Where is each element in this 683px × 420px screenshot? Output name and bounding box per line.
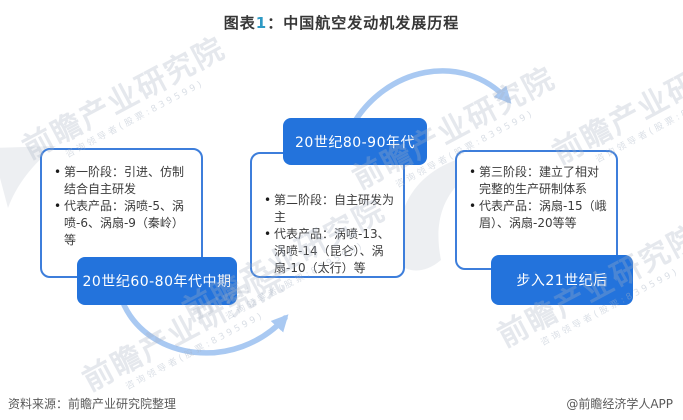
stage1-item-list: 第一阶段：引进、仿制结合自主研发 代表产品：涡喷-5、涡喷-6、涡扇-9（秦岭）… xyxy=(54,164,192,249)
stage1-item: 第一阶段：引进、仿制结合自主研发 xyxy=(54,164,192,198)
credit-note: @前瞻经济学人APP xyxy=(566,397,673,411)
stage3-item: 第三阶段：建立了相对完整的生产研制体系 xyxy=(469,164,607,198)
stage3-period-box: 步入21世纪后 xyxy=(491,255,633,305)
stage2-item-list: 第二阶段：自主研发为主 代表产品：涡喷-13、涡喷-14（昆仑）、涡扇-10（太… xyxy=(264,192,396,277)
figure-number: 1 xyxy=(255,14,268,32)
figure-title-text: ：中国航空发动机发展历程 xyxy=(267,14,460,32)
source-note: 资料来源：前瞻产业研究院整理 xyxy=(8,397,177,411)
stage2-item: 第二阶段：自主研发为主 xyxy=(264,192,396,226)
stage1-description-box: 第一阶段：引进、仿制结合自主研发 代表产品：涡喷-5、涡喷-6、涡扇-9（秦岭）… xyxy=(40,148,203,278)
stage3-item-list: 第三阶段：建立了相对完整的生产研制体系 代表产品：涡扇-15（峨眉）、涡扇-20… xyxy=(469,164,607,232)
arrow-stage1-to-stage2 xyxy=(121,302,289,356)
stage2-period-box: 20世纪80-90年代 xyxy=(283,118,427,165)
stage3-item: 代表产品：涡扇-15（峨眉）、涡扇-20等等 xyxy=(469,198,607,232)
stage1-period-box: 20世纪60-80年代中期 xyxy=(77,257,237,305)
stage2-item: 代表产品：涡喷-13、涡喷-14（昆仑）、涡扇-10（太行）等 xyxy=(264,226,396,277)
arrow-stage2-to-stage3 xyxy=(349,68,512,129)
stage2-description-box: 第二阶段：自主研发为主 代表产品：涡喷-13、涡喷-14（昆仑）、涡扇-10（太… xyxy=(250,152,405,278)
figure-title: 图表1：中国航空发动机发展历程 xyxy=(0,12,683,33)
stage1-item: 代表产品：涡喷-5、涡喷-6、涡扇-9（秦岭）等 xyxy=(54,198,192,249)
stage3-description-box: 第三阶段：建立了相对完整的生产研制体系 代表产品：涡扇-15（峨眉）、涡扇-20… xyxy=(455,150,618,270)
figure-title-prefix: 图表 xyxy=(223,14,256,32)
watermark-swoosh-center xyxy=(398,151,512,271)
watermark-swoosh-left xyxy=(0,146,56,208)
